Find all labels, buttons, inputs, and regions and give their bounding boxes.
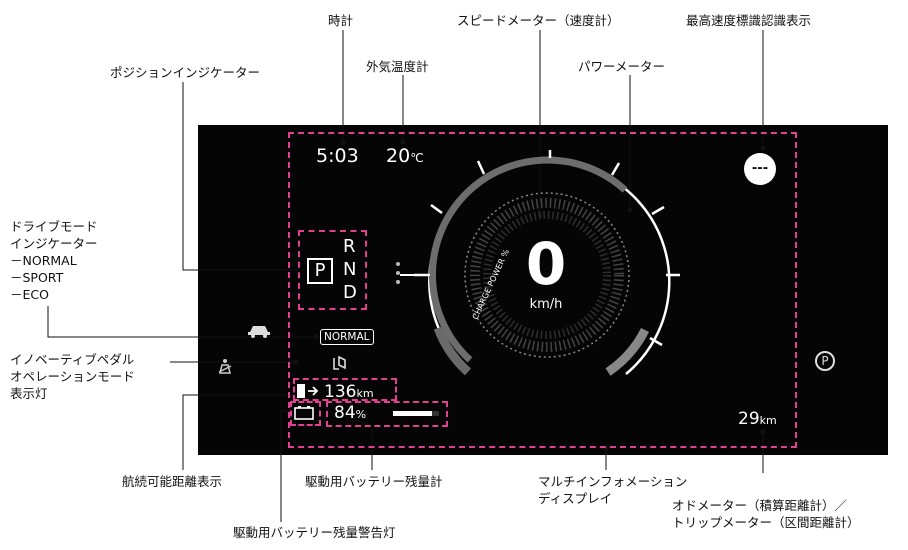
callout-odometer: オドメーター（積算距離計）／ トリップメーター（区間距離計） [672,498,860,530]
callout-battery-warning: 駆動用バッテリー残量警告灯 [233,525,396,540]
car-icon [248,326,270,338]
battery-bar-track [393,411,439,416]
speed-unit: km/h [529,297,563,312]
range-display: 136km [324,382,374,402]
position-indicator-frame [298,230,367,310]
gear-list: R N D [343,236,357,303]
battery-bar-fill [393,411,432,416]
callout-power-meter: パワーメーター [578,59,666,74]
callout-position-indicator: ポジションインジケーター [110,65,261,80]
range-icon [297,384,319,398]
temperature-display: 20℃ [386,145,424,167]
seatbelt-warning-icon [218,359,232,374]
callout-range: 航続可能距離表示 [122,474,223,489]
menu-dots [396,262,400,284]
range-frame [293,378,397,401]
callout-outside-temp: 外気温度計 [366,59,429,74]
battery-warning-icon [294,406,314,420]
clock-display: 5:03 [316,145,359,167]
drive-mode-indicator: NORMAL [320,329,374,345]
callout-speedometer: スピードメーター（速度計） [457,13,620,28]
trip-display: 29km [738,409,777,429]
callout-e-pedal: イノベーティブペダル オペレーションモード 表示灯 [10,352,135,401]
callout-battery-meter: 駆動用バッテリー残量計 [305,474,443,489]
callout-drive-mode: ドライブモード インジケーター －NORMAL －SPORT －ECO [10,219,98,302]
battery-warning-frame [290,401,321,426]
battery-meter-frame [326,401,448,427]
callout-clock: 時計 [328,13,354,28]
speed-limit-sign: --- [744,153,776,185]
callout-info-display: マルチインフォメーション ディスプレイ [538,474,688,506]
battery-percent-display: 84% [334,403,367,423]
power-meter-gauge [400,150,680,376]
speed-value: 0 [525,230,567,298]
parking-brake-icon: P [815,351,835,371]
charge-power-label: CHARGE POWER % [471,248,512,321]
info-display-frame [288,132,797,448]
gear-p-active: P [307,258,333,284]
e-pedal-icon [333,355,346,370]
callout-speed-limit: 最高速度標識認識表示 [686,13,812,28]
